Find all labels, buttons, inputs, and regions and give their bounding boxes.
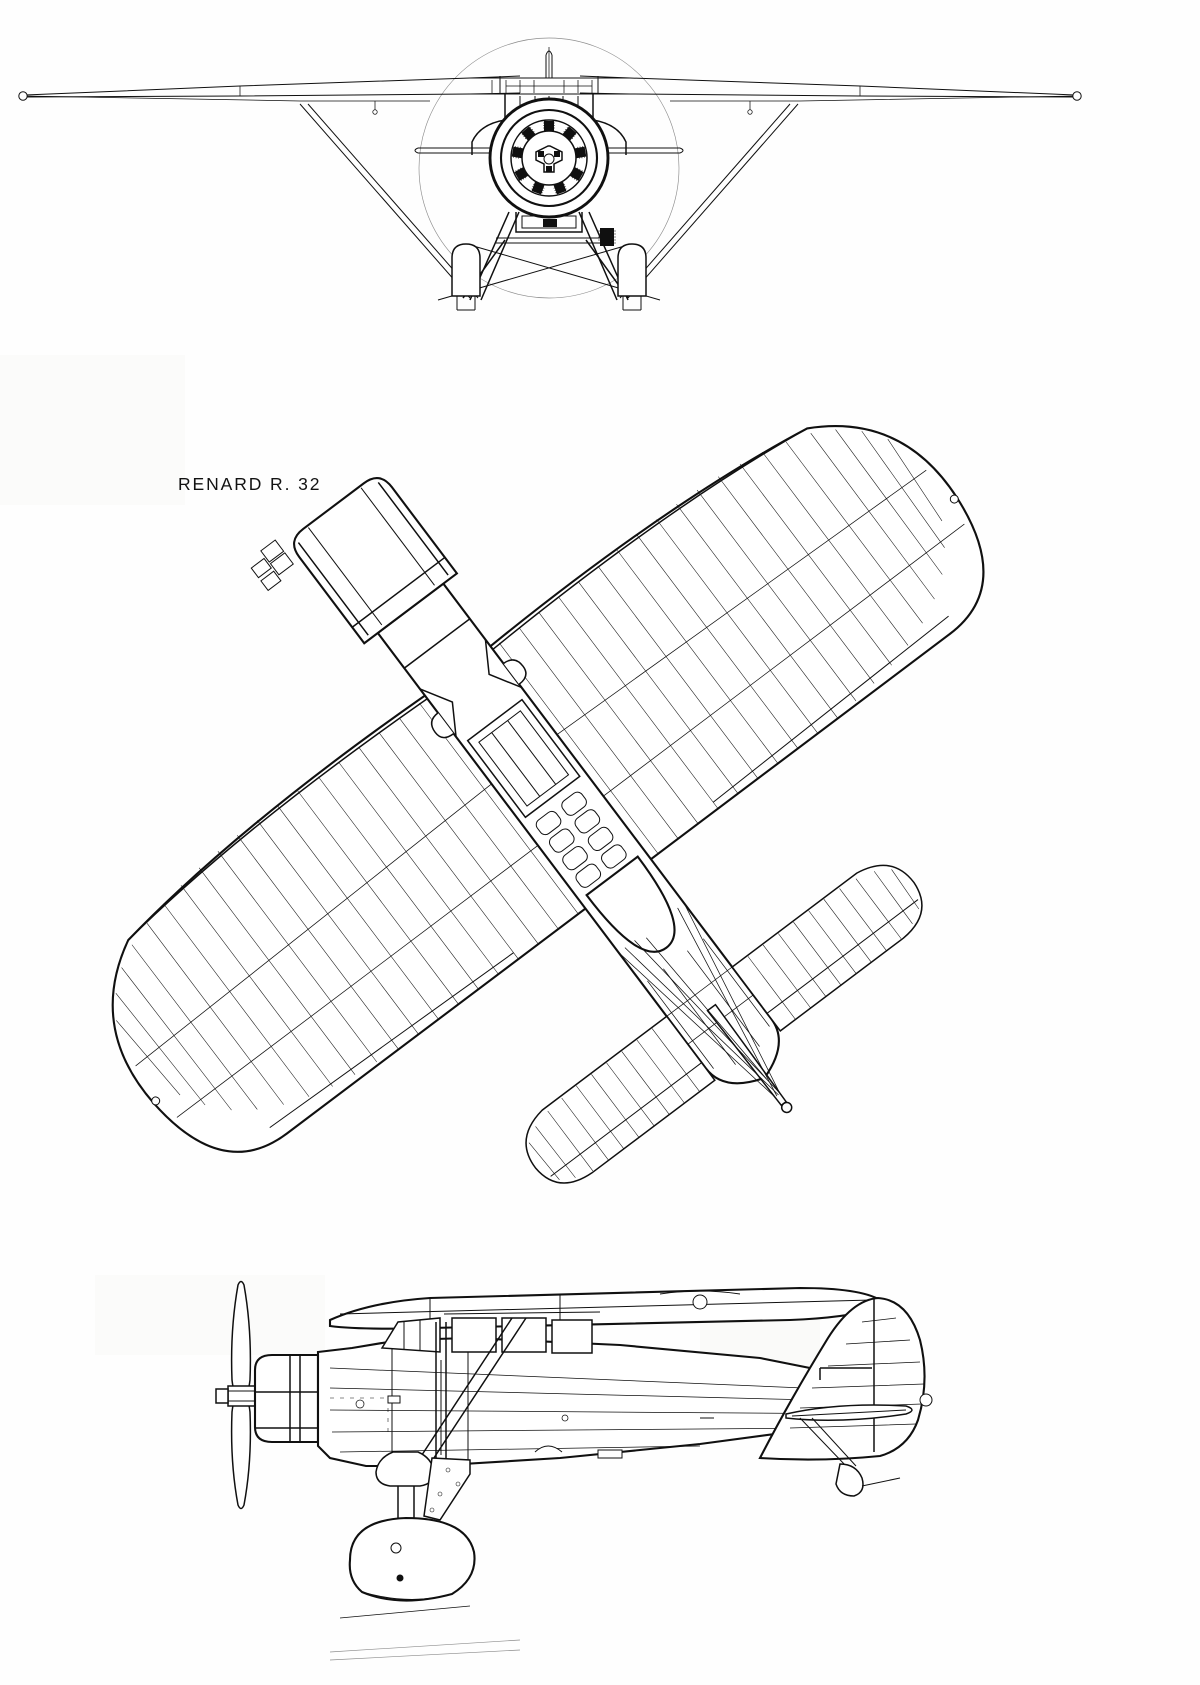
elevator-hinge-port [551, 1063, 702, 1177]
fin-spar [820, 1368, 872, 1380]
firewall-plan [378, 584, 470, 668]
diagonal-strut [412, 1318, 526, 1470]
aileron-starboard-hinge [709, 616, 953, 802]
wingtip-marker-left [19, 92, 27, 100]
plan-canopy [468, 700, 694, 969]
cowling-side [255, 1355, 318, 1442]
lower-fuselage-panel [522, 216, 576, 228]
wing-spar-front-port [128, 758, 531, 1065]
plan-wing-port [54, 669, 618, 1187]
canopy-panels [534, 790, 629, 890]
tail-tip-plan [780, 1100, 794, 1114]
shock-absorber-front [598, 228, 616, 246]
plan-fuselage [246, 465, 810, 1140]
belly-fairing [598, 1450, 622, 1458]
wing-pin-eye-right [748, 110, 752, 114]
plan-view [0, 196, 1192, 1414]
tail-skid [862, 1478, 900, 1486]
step-handle [388, 1396, 400, 1403]
propeller-hub-front [536, 146, 562, 172]
rivet-line [330, 1397, 389, 1432]
spat-bottom-seam [362, 1592, 452, 1600]
stringer-4 [332, 1428, 820, 1432]
cowl-left-flare [472, 120, 505, 155]
wheel-spat-left [452, 244, 480, 310]
cockpit-window-3 [552, 1320, 592, 1353]
wing-strut-right [620, 104, 798, 298]
tail-side [760, 1298, 932, 1496]
wing-side-chordline [340, 1300, 872, 1314]
cockpit-window-1 [452, 1318, 496, 1352]
plan-tail [462, 785, 979, 1254]
construction-line-b [329, 1649, 521, 1661]
engine-cylinders [511, 121, 587, 195]
construction-line-a [329, 1639, 521, 1653]
stringer-5 [340, 1446, 700, 1452]
tailwheel-side [836, 1464, 863, 1496]
belly-blister-1 [535, 1446, 562, 1452]
lower-fuselage-front [516, 212, 582, 232]
wing-struts-side [412, 1318, 526, 1470]
wingtip-eye-starboard [949, 493, 960, 504]
cockpit-window-2 [502, 1318, 546, 1352]
canopy-side [382, 1312, 600, 1353]
canopy-rail [444, 1312, 600, 1314]
wingtip-marker-right [1073, 92, 1081, 100]
propeller-side [216, 1282, 268, 1509]
elevator-hinge-stbd [767, 900, 918, 1014]
fuselage-bump-port [427, 713, 454, 742]
prop-hub-side [228, 1386, 256, 1406]
front-wing-right [580, 76, 1081, 101]
canopy-rear-fairing [587, 857, 692, 967]
fuselage-fitting [562, 1415, 568, 1421]
front-strut [436, 1322, 446, 1460]
wheel-spat-right [618, 244, 646, 310]
side-view [216, 1282, 932, 1661]
brace-rivets [430, 1468, 460, 1512]
gear-fairing-top [376, 1452, 434, 1486]
tail-bracing-plan [618, 902, 781, 1098]
wingtip-eye-port [150, 1095, 161, 1106]
front-wing-left [19, 76, 520, 101]
gear-brace-plate [424, 1458, 470, 1520]
wing-pin-eye-left [373, 110, 377, 114]
front-view [19, 37, 1081, 310]
wing-fitting-side [693, 1295, 707, 1309]
fuselage-port-hole [356, 1400, 364, 1408]
tailplane-brace [800, 1418, 856, 1466]
aileron-port-hinge [270, 947, 514, 1133]
rudder-trim-tab-eye [920, 1394, 932, 1406]
exhaust-stubs [246, 540, 296, 590]
windscreen-side [382, 1318, 440, 1352]
spat-access-hole [391, 1543, 401, 1553]
fuselage-side [318, 1338, 905, 1466]
fuselage-bump-stbd [503, 655, 530, 684]
drawing-caption: RENARD R. 32 [178, 474, 322, 494]
wheel-spat-side [350, 1518, 475, 1601]
centre-section-ribs [492, 80, 592, 93]
wing-centre-joint [500, 76, 598, 93]
gear-strut-leg [398, 1486, 414, 1520]
cowl-right-flare [593, 120, 626, 155]
axle-centre [396, 1574, 404, 1582]
spinner-side [216, 1389, 228, 1403]
propeller-arc-front [418, 37, 680, 299]
ground-line-front [340, 1606, 470, 1618]
wing-centre-panel [470, 78, 630, 94]
landing-gear-side [340, 1452, 475, 1618]
wing-strut-left [300, 104, 478, 298]
wing-spar-rear-port [177, 821, 571, 1118]
